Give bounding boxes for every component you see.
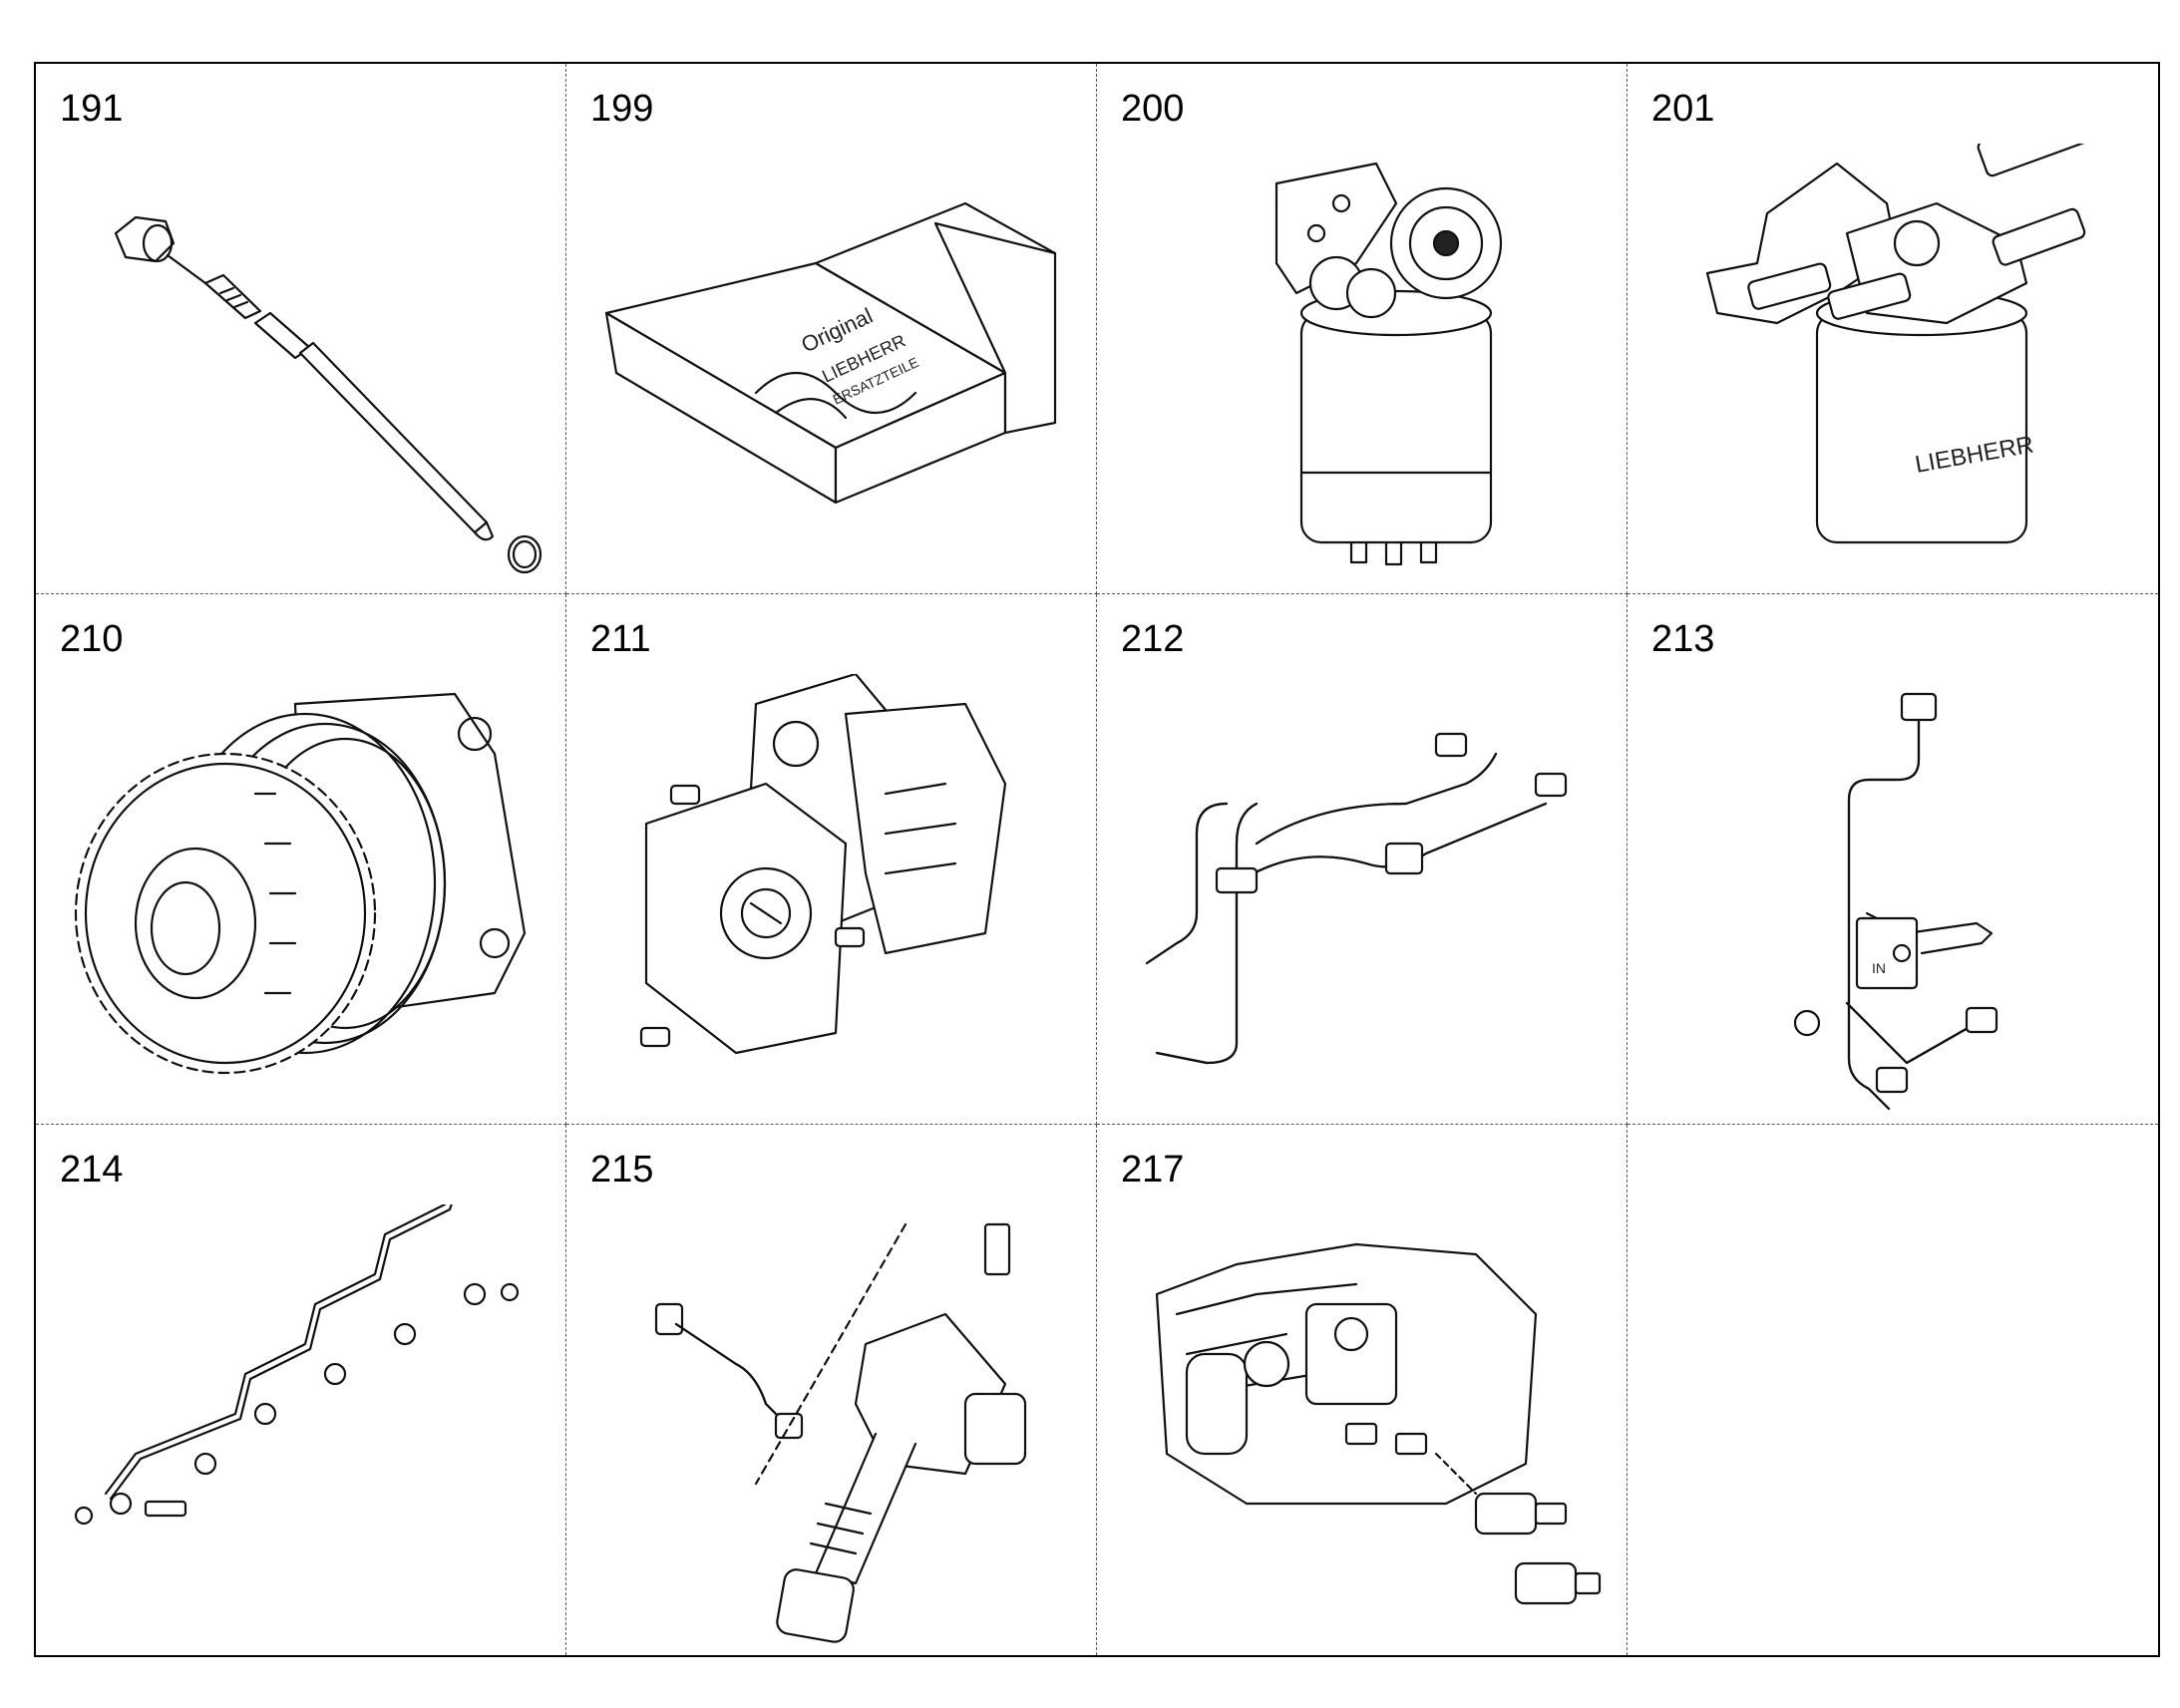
part-number: 200	[1121, 88, 1185, 130]
part-cell-215[interactable]: 215	[566, 1125, 1097, 1655]
part-cell-210[interactable]: 210	[36, 594, 566, 1125]
part-cell-212[interactable]: 212	[1097, 594, 1628, 1125]
feed-pump-icon	[639, 674, 1007, 1055]
part-cell-211[interactable]: 211	[566, 594, 1097, 1125]
fuel-filter-icon	[1274, 162, 1503, 566]
injection-lines-icon	[74, 1204, 520, 1526]
part-number: 214	[60, 1149, 124, 1191]
injector-nozzle-icon	[114, 215, 543, 574]
part-number: 215	[590, 1149, 654, 1191]
part-number: 191	[60, 88, 124, 130]
part-number: 201	[1651, 88, 1715, 130]
part-number: 199	[590, 88, 654, 130]
part-cell-191[interactable]: 191	[36, 64, 566, 594]
part-number: 211	[590, 618, 651, 660]
part-cell-199[interactable]: 199 Original LIEBHERR ERSATZTEILE	[566, 64, 1097, 594]
part-cell-201[interactable]: 201 LIEBHERR	[1628, 64, 2158, 594]
part-cell-213[interactable]: 213 IN	[1628, 594, 2158, 1125]
engine-connector-icon	[1155, 1242, 1602, 1605]
part-cell-214[interactable]: 214	[36, 1125, 566, 1655]
part-number: 217	[1121, 1149, 1185, 1191]
unit-injector-icon	[654, 1222, 1027, 1643]
part-cell-200[interactable]: 200	[1097, 64, 1628, 594]
part-number: 210	[60, 618, 124, 660]
part-cell-empty	[1628, 1125, 2158, 1655]
part-number: 212	[1121, 618, 1185, 660]
parts-grid: 191 199 Original LIEBHERR ERSATZTEILE	[34, 62, 2160, 1657]
gear-pump-icon	[74, 692, 527, 1075]
seal-kit-box-icon: Original LIEBHERR ERSATZTEILE	[604, 201, 1057, 505]
fuel-filter-housing-icon: LIEBHERR	[1705, 144, 2092, 544]
svg-text:IN: IN	[1872, 960, 1886, 976]
fuel-line-bracket-icon: IN	[1793, 692, 1998, 1111]
part-cell-217[interactable]: 217	[1097, 1125, 1628, 1655]
part-number: 213	[1651, 618, 1715, 660]
fuel-lines-icon	[1145, 732, 1568, 1065]
